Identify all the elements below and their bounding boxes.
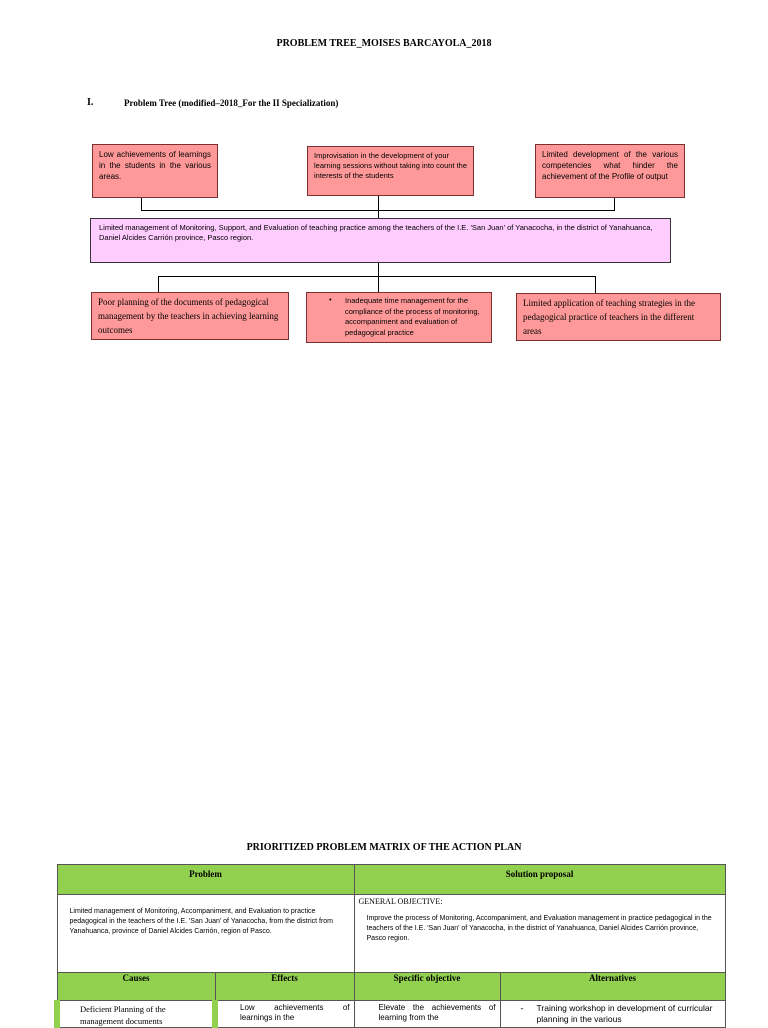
effect-text-3: Limited development of the various compe… [542,150,678,181]
connector-line [378,196,379,218]
connector-line [595,276,596,293]
row1-cause: Deficient Planning of the management doc… [80,1004,166,1026]
problem-statement: Limited management of Monitoring, Accomp… [69,908,334,935]
col-alternatives: Alternatives [499,972,726,1001]
section-title: Problem Tree (modified–2018_For the II S… [124,98,339,108]
header-problem: Problem [56,864,355,895]
connector-line [158,276,159,292]
row1-specific: Elevate the achievements of learning fro… [378,1003,496,1022]
effect-text-1: Low achievements of learnings in the stu… [99,150,211,181]
effect-box-1: Low achievements of learnings in the stu… [92,144,218,198]
problem-cell: Limited management of Monitoring, Accomp… [56,894,355,973]
cause-box-1: Poor planning of the documents of pedago… [91,292,289,340]
row1-effect-cell: Low achievements of learnings in the [211,1000,355,1028]
row1-effect: Low achievements of learnings in the [240,1003,350,1022]
header-solution: Solution proposal [353,864,726,895]
effect-text-2: Improvisation in the development of your… [314,151,468,180]
col-causes: Causes [56,972,216,1001]
connector-line [614,198,615,210]
cause-text-3: Limited application of teaching strategi… [523,298,695,336]
connector-line [141,198,142,210]
connector-line [378,263,379,293]
matrix-title: PRIORITIZED PROBLEM MATRIX OF THE ACTION… [246,842,522,853]
row1-alternative-bullet: - [520,1003,524,1013]
priority-matrix: Problem Solution proposal Limited manage… [54,864,726,1028]
central-problem-text: Limited management of Monitoring, Suppor… [99,223,653,242]
cause-box-2: • Inadequate time management for the com… [306,292,492,343]
cause-text-2: Inadequate time management for the compl… [345,296,480,337]
row1-alternative: Training workshop in development of curr… [536,1003,713,1024]
section-number: I. [87,97,94,108]
connector-line [158,276,596,277]
central-problem-box: Limited management of Monitoring, Suppor… [90,218,671,263]
row1-cause-cell: Deficient Planning of the management doc… [54,1000,216,1028]
effect-box-3: Limited development of the various compe… [535,144,685,198]
document-title: PROBLEM TREE_MOISES BARCAYOLA_2018 [276,38,492,49]
row1-alternative-cell: - Training workshop in development of cu… [499,1000,726,1028]
effect-box-2: Improvisation in the development of your… [307,146,474,196]
cause-bullet: • [329,295,332,304]
cause-box-3: Limited application of teaching strategi… [516,293,721,341]
col-specific-objective: Specific objective [353,972,501,1001]
col-effects: Effects [214,972,355,1001]
general-objective-cell: GENERAL OBJECTIVE: Improve the process o… [353,894,726,973]
cause-text-1: Poor planning of the documents of pedago… [98,297,279,335]
general-objective-label: GENERAL OBJECTIVE: [358,897,443,906]
row1-specific-cell: Elevate the achievements of learning fro… [353,1000,501,1028]
general-objective-text: Improve the process of Monitoring, Accom… [366,915,712,942]
